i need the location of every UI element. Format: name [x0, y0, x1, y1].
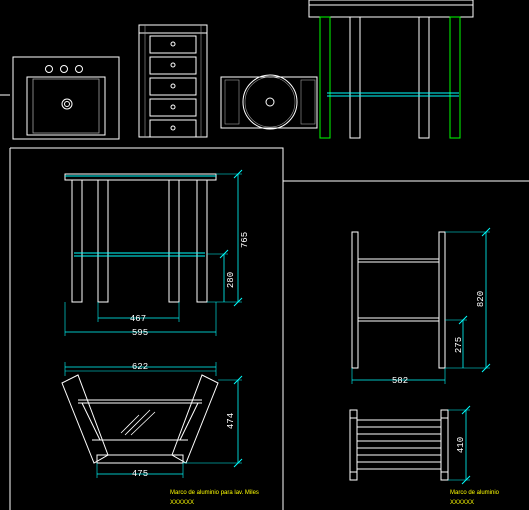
dim-table-total-width: 595: [132, 328, 148, 338]
dim-table-inner-width: 467: [130, 314, 146, 324]
side-elevation: [351, 227, 491, 384]
caption-right: Marco de aluminio: [450, 490, 500, 496]
caption-left-sub: XXXXXX: [170, 500, 194, 506]
dim-towel-rack-height: 410: [456, 437, 466, 453]
table-elevation-top: [308, 0, 474, 139]
towel-rack: [349, 405, 471, 485]
round-basin-view: [220, 74, 318, 130]
dim-side-total-height: 820: [476, 291, 486, 307]
caption-right-sub: XXXXXX: [450, 500, 474, 506]
sheet-frames: [9, 147, 529, 510]
dim-table-shelf-height: 280: [226, 272, 236, 288]
sink-top-view: [0, 56, 120, 140]
drawer-cabinet-view: [138, 24, 208, 138]
dim-side-width: 582: [392, 376, 408, 386]
frame-front-elevation: [64, 169, 243, 336]
dim-basin-bottom-width: 475: [132, 469, 148, 479]
dim-basin-height: 474: [226, 413, 236, 429]
basin-section: [61, 362, 243, 478]
dim-side-shelf-height: 275: [454, 337, 464, 353]
caption-left: Marco de aluminio para lav. Miles: [170, 490, 259, 496]
dim-basin-top-width: 622: [132, 362, 148, 372]
dim-table-total-height: 765: [240, 232, 250, 248]
